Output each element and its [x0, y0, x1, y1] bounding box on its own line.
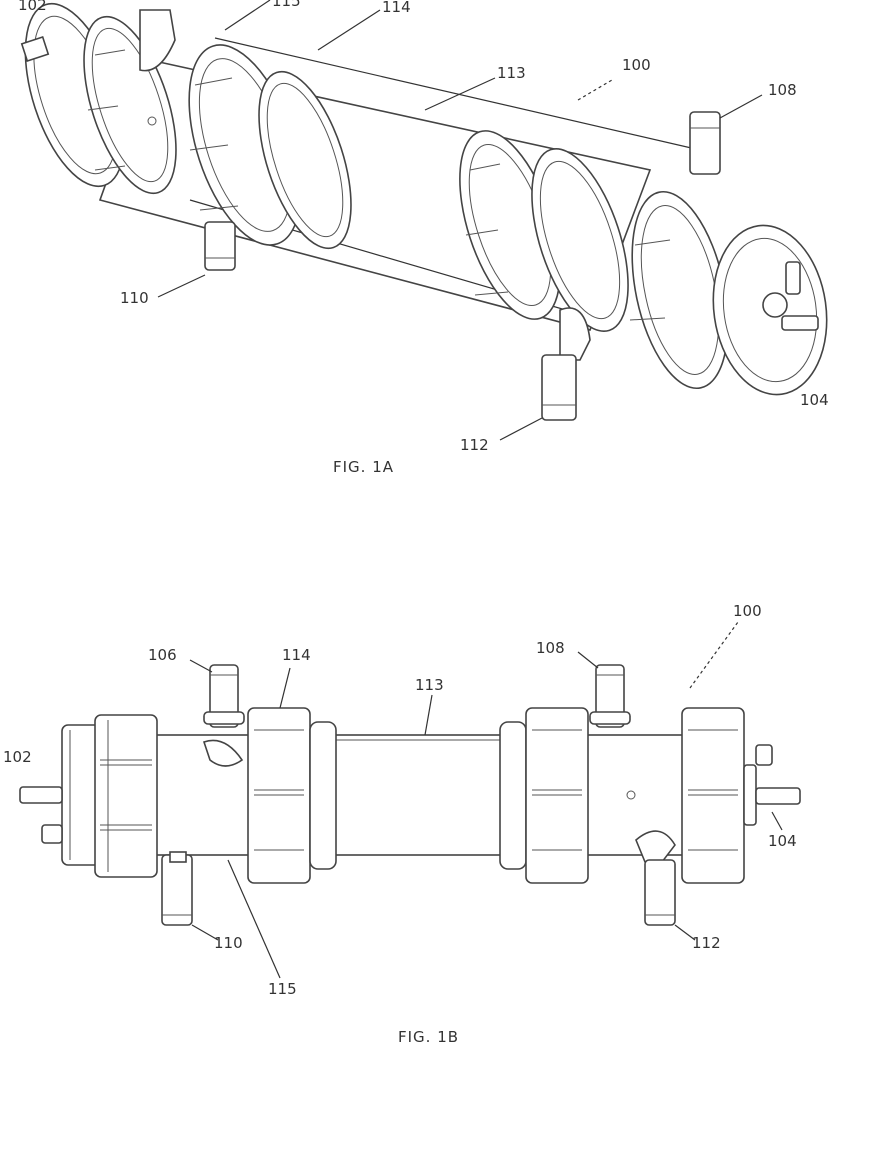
fig1a-pipe-110 — [205, 222, 235, 270]
fig1b-label-115: 115 — [268, 980, 297, 998]
fig1a-caption: FIG. 1A — [333, 458, 394, 476]
fig1b-pipe-104 — [756, 788, 800, 804]
fig1b-ring-114 — [310, 722, 336, 869]
fig1a-pipe-112 — [542, 355, 576, 420]
fig-1a: 102 115 114 113 100 108 110 104 112 FIG.… — [6, 0, 838, 476]
fig1a-label-102: 102 — [18, 0, 47, 14]
fig1b-label-114: 114 — [282, 646, 311, 664]
fig1b-right-ring — [500, 722, 526, 869]
fig1b-label-110: 110 — [214, 934, 243, 952]
fig1b-label-113: 113 — [415, 676, 444, 694]
fig1b-label-102: 102 — [3, 748, 32, 766]
fig1b-end-cap-104 — [744, 765, 756, 825]
fig1a-pipe-108 — [690, 112, 720, 174]
fig1a-label-112: 112 — [460, 436, 489, 454]
fig1a-label-113: 113 — [497, 64, 526, 82]
fig1a-label-108: 108 — [768, 81, 797, 99]
fig1a-label-104: 104 — [800, 391, 829, 409]
fig1a-label-114: 114 — [382, 0, 411, 16]
fig1b-left-nut — [95, 715, 157, 877]
fig1b-label-108: 108 — [536, 639, 565, 657]
fig1a-pipe-elbow-top — [140, 10, 175, 71]
fig1b-label-104: 104 — [768, 832, 797, 850]
fig1a-label-110: 110 — [120, 289, 149, 307]
fig1b-caption: FIG. 1B — [398, 1028, 459, 1046]
fig1b-label-106: 106 — [148, 646, 177, 664]
fig1b-label-112: 112 — [692, 934, 721, 952]
fig1b-pipe-102 — [20, 787, 62, 803]
fig1b-label-100: 100 — [733, 602, 762, 620]
fig1a-label-100: 100 — [622, 56, 651, 74]
fig-1b: 100 106 114 113 108 102 104 110 112 115 … — [3, 602, 800, 1046]
fig1a-label-115: 115 — [272, 0, 301, 10]
